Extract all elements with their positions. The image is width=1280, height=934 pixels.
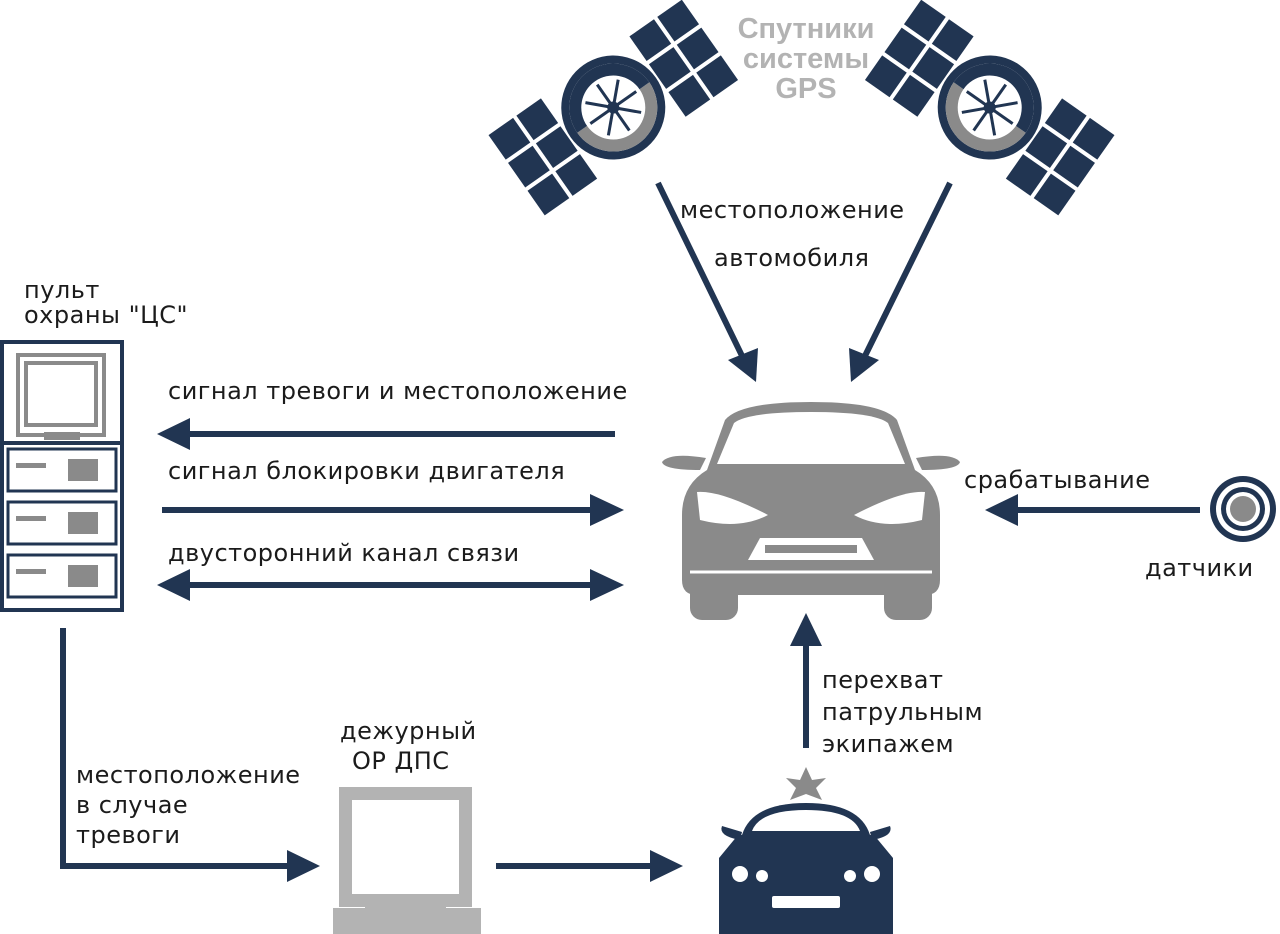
- gps-title-line-1: Спутники: [737, 13, 875, 45]
- location-alarm-label-line-1: местоположение: [76, 761, 301, 789]
- arrow-duty-to-police: [496, 850, 683, 882]
- car-icon: [662, 402, 960, 620]
- intercept-label-line-3: экипажем: [822, 730, 955, 758]
- arrow-trigger: [985, 494, 1200, 526]
- console-label-line-2: охраны "ЦС": [24, 301, 189, 329]
- two-way-channel-label: двусторонний канал связи: [168, 539, 520, 567]
- engine-block-label: сигнал блокировки двигателя: [168, 457, 566, 485]
- arrow-satellite-right-to-car: [849, 181, 953, 382]
- sensor-icon: [1210, 476, 1276, 542]
- arrow-engine-block: [162, 494, 624, 526]
- car-location-label-line-2: автомобиля: [714, 244, 870, 272]
- arrow-intercept: [790, 613, 822, 748]
- arrow-satellite-left-to-car: [655, 181, 758, 382]
- duty-officer-label-line-1: дежурный: [340, 717, 477, 745]
- arrow-console-to-duty: [60, 628, 320, 882]
- satellite-icon-left: [488, 0, 739, 216]
- sensors-label: датчики: [1145, 554, 1254, 582]
- server-rack-icon: [0, 340, 124, 612]
- alarm-signal-label: сигнал тревоги и местоположение: [168, 377, 628, 405]
- car-location-label-line-1: местоположение: [680, 196, 905, 224]
- intercept-label-line-2: патрульным: [822, 698, 984, 726]
- gps-title-line-3: GPS: [775, 73, 837, 105]
- location-alarm-label-line-3: тревоги: [76, 821, 181, 849]
- gps-title-line-2: системы: [742, 43, 870, 75]
- intercept-label-line-1: перехват: [822, 666, 944, 694]
- police-car-icon: [719, 767, 893, 934]
- arrow-two-way: [157, 569, 624, 601]
- gps-satellites-title: Спутники системы GPS: [696, 14, 916, 104]
- arrow-alarm-signal: [157, 418, 615, 450]
- duty-officer-label-line-2: ОР ДПС: [352, 747, 450, 775]
- console-label-line-1: пульт: [24, 276, 100, 304]
- location-alarm-label-line-2: в случае: [76, 791, 189, 819]
- trigger-label: срабатывание: [964, 466, 1151, 494]
- satellite-icon-right: [864, 0, 1115, 216]
- computer-icon: [333, 787, 481, 934]
